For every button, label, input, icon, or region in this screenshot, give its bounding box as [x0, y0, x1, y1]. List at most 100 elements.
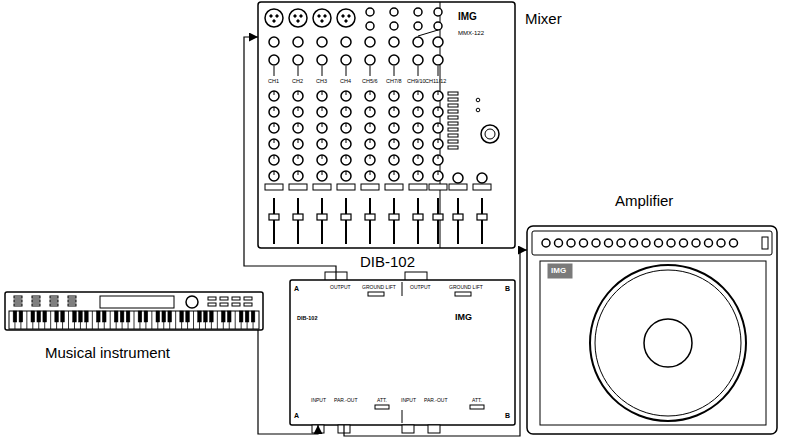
channel-knob: [317, 91, 327, 101]
channel-knob: [293, 171, 303, 181]
fader-cap: [389, 214, 399, 220]
device-node: Mixer: [258, 2, 515, 248]
white-key-edge: [151, 311, 152, 329]
knob-pointer: [438, 91, 439, 95]
level-led: [448, 98, 458, 101]
panel-button: [14, 300, 22, 302]
panel-label: CH9/10: [407, 79, 426, 85]
channel-knob: [433, 171, 443, 181]
white-key-edge: [50, 311, 51, 329]
panel-button: [14, 296, 22, 298]
jack-input: [317, 55, 327, 65]
black-key: [96, 311, 100, 322]
knob-pointer: [370, 139, 371, 143]
phones-knob: [481, 125, 499, 143]
white-key-edge: [134, 311, 135, 329]
panel-button: [208, 297, 216, 300]
black-key: [13, 311, 17, 322]
black-key: [251, 311, 255, 322]
device-name: Amplifier: [615, 192, 673, 209]
amp-knob: [717, 239, 725, 247]
panel-label: GROUND LIFT: [362, 285, 396, 290]
white-key-edge: [235, 311, 236, 329]
knob-pointer: [298, 139, 299, 143]
xlr-pin: [270, 15, 272, 17]
strip-line: [346, 66, 347, 76]
input-jack: [428, 425, 440, 433]
white-key-edge: [193, 311, 194, 329]
level-led: [448, 128, 458, 131]
jack-input: [390, 8, 398, 16]
xlr-pin: [318, 15, 320, 17]
knob-pointer: [418, 155, 419, 159]
strip-line: [394, 66, 395, 76]
strip-label-field: [449, 184, 467, 190]
fader-slot: [321, 198, 323, 244]
knob-pointer: [370, 171, 371, 175]
display: [100, 296, 174, 308]
channel-knob: [413, 91, 423, 101]
knob-pointer: [274, 123, 275, 127]
knob-pointer: [394, 123, 395, 127]
panel-button: [244, 303, 252, 306]
channel-knob: [341, 107, 351, 117]
amp-logo-plate: [548, 264, 572, 278]
knob-pointer: [298, 107, 299, 111]
panel-label: CH3: [316, 79, 327, 85]
xlr-input: [313, 9, 331, 27]
speaker-dustcap: [644, 319, 692, 367]
keyboard-body: [5, 292, 263, 330]
channel-knob: [365, 171, 375, 181]
knob-pointer: [394, 139, 395, 143]
knob-pointer: [346, 123, 347, 127]
xlr-pin: [321, 20, 323, 22]
channel-knob: [269, 91, 279, 101]
strip-line: [438, 66, 439, 76]
fader-slot: [481, 198, 483, 244]
xlr-input: [265, 9, 283, 27]
panel-label: MMX-122: [458, 30, 484, 36]
fader-slot: [437, 198, 439, 244]
indicator-led: [476, 98, 480, 102]
strip-label-field: [337, 184, 355, 190]
white-key-edge: [92, 311, 93, 329]
fader-slot: [457, 198, 459, 244]
jack-input: [366, 22, 374, 30]
channel-knob: [433, 107, 443, 117]
amp-knob: [642, 239, 650, 247]
knob-pointer: [438, 107, 439, 111]
panel-label: ATT.: [377, 398, 387, 403]
amp-knob: [705, 239, 713, 247]
fader-cap: [317, 214, 327, 220]
xlr-pin: [297, 20, 299, 22]
xlr-pin: [342, 15, 344, 17]
knob-pointer: [274, 91, 275, 95]
jack-input: [433, 55, 443, 65]
amp-knob: [730, 239, 738, 247]
fader-slot: [369, 198, 371, 244]
channel-knob: [365, 139, 375, 149]
panel-button: [68, 300, 76, 302]
knob-pointer: [418, 171, 419, 175]
ground-lift-switch: [368, 292, 384, 296]
channel-knob: [413, 139, 423, 149]
panel-label: OUTPUT: [410, 285, 431, 290]
channel-knob: [317, 171, 327, 181]
panel-label: PAR.-OUT: [424, 398, 448, 403]
strip-line: [298, 66, 299, 76]
channel-knob: [317, 107, 327, 117]
panel-label: CH7/8: [386, 79, 402, 85]
knob-pointer: [346, 91, 347, 95]
black-key: [138, 311, 142, 322]
channel-knob: [413, 155, 423, 165]
knob-pointer: [418, 139, 419, 143]
knob-pointer: [418, 91, 419, 95]
section-divider: [402, 410, 403, 423]
jack-input: [317, 37, 327, 47]
panel-label: INPUT: [311, 398, 326, 403]
black-key: [19, 311, 23, 322]
device-name: DIB-102: [360, 253, 415, 270]
fader-cap: [433, 214, 443, 220]
jack-input: [366, 8, 374, 16]
